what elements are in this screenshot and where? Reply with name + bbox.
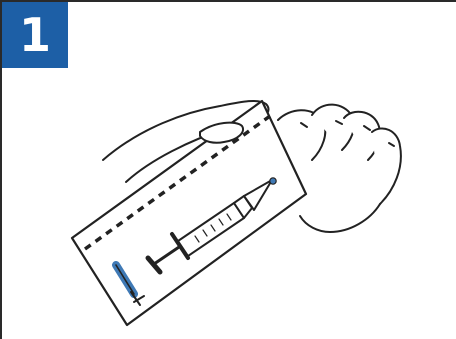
package-illustration — [0, 0, 456, 339]
